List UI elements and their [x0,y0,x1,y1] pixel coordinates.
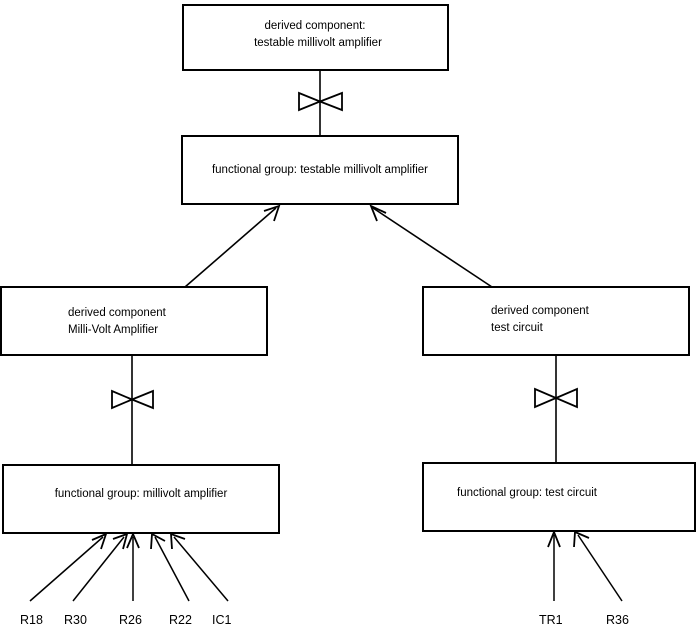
node-left-derived-component-line1: derived component [68,307,167,319]
leaf-label-tr1: TR1 [539,613,563,627]
node-right-derived-component-box [422,286,690,356]
arrowhead-right-to-top-group [369,204,387,222]
node-right-functional-group-label: functional group: test circuit [457,487,598,499]
connector-leaf-r22 [154,536,190,602]
bowtie-icon-top [298,91,343,112]
node-left-derived-component-box [0,286,268,356]
connector-right-derived-to-top-group [372,207,493,288]
node-top-derived-component-box [182,4,449,71]
node-right-derived-component[interactable]: derived component test circuit [422,286,690,356]
node-top-functional-group-label: functional group: testable millivolt amp… [212,164,428,176]
leaf-label-ic1: IC1 [212,613,232,627]
bowtie-icon-right [534,387,578,409]
node-left-functional-group[interactable]: functional group: millivolt amplifier [2,464,280,534]
node-right-derived-component-line2: test circuit [491,322,544,334]
node-left-derived-component[interactable]: derived component Milli-Volt Amplifier [0,286,268,356]
connector-leaf-r18 [29,536,104,602]
leaf-label-r26: R26 [119,613,142,627]
node-left-functional-group-label: functional group: millivolt amplifier [55,488,228,500]
node-top-functional-group[interactable]: functional group: testable millivolt amp… [181,135,459,205]
connector-left-derived-to-top-group [184,207,277,288]
node-top-functional-group-box [181,135,459,205]
leaf-label-r36: R36 [606,613,629,627]
node-right-functional-group-box [422,462,696,532]
leaf-label-r22: R22 [169,613,192,627]
connector-leaf-ic1 [173,536,229,602]
node-left-derived-component-line2: Milli-Volt Amplifier [68,324,158,336]
leaf-label-r18: R18 [20,613,43,627]
node-right-derived-component-line1: derived component [491,305,590,317]
node-top-derived-component[interactable]: derived component: testable millivolt am… [182,4,449,71]
node-left-functional-group-box [2,464,280,534]
bowtie-icon-left [111,389,154,410]
connector-leaf-r30 [72,536,125,602]
arrowhead-left-to-top-group [263,204,281,222]
node-top-derived-component-line1: derived component: [264,20,365,32]
connector-leaf-r36 [577,534,623,602]
node-right-functional-group[interactable]: functional group: test circuit [422,462,696,532]
leaf-label-r30: R30 [64,613,87,627]
node-top-derived-component-line2: testable millivolt amplifier [254,37,382,49]
